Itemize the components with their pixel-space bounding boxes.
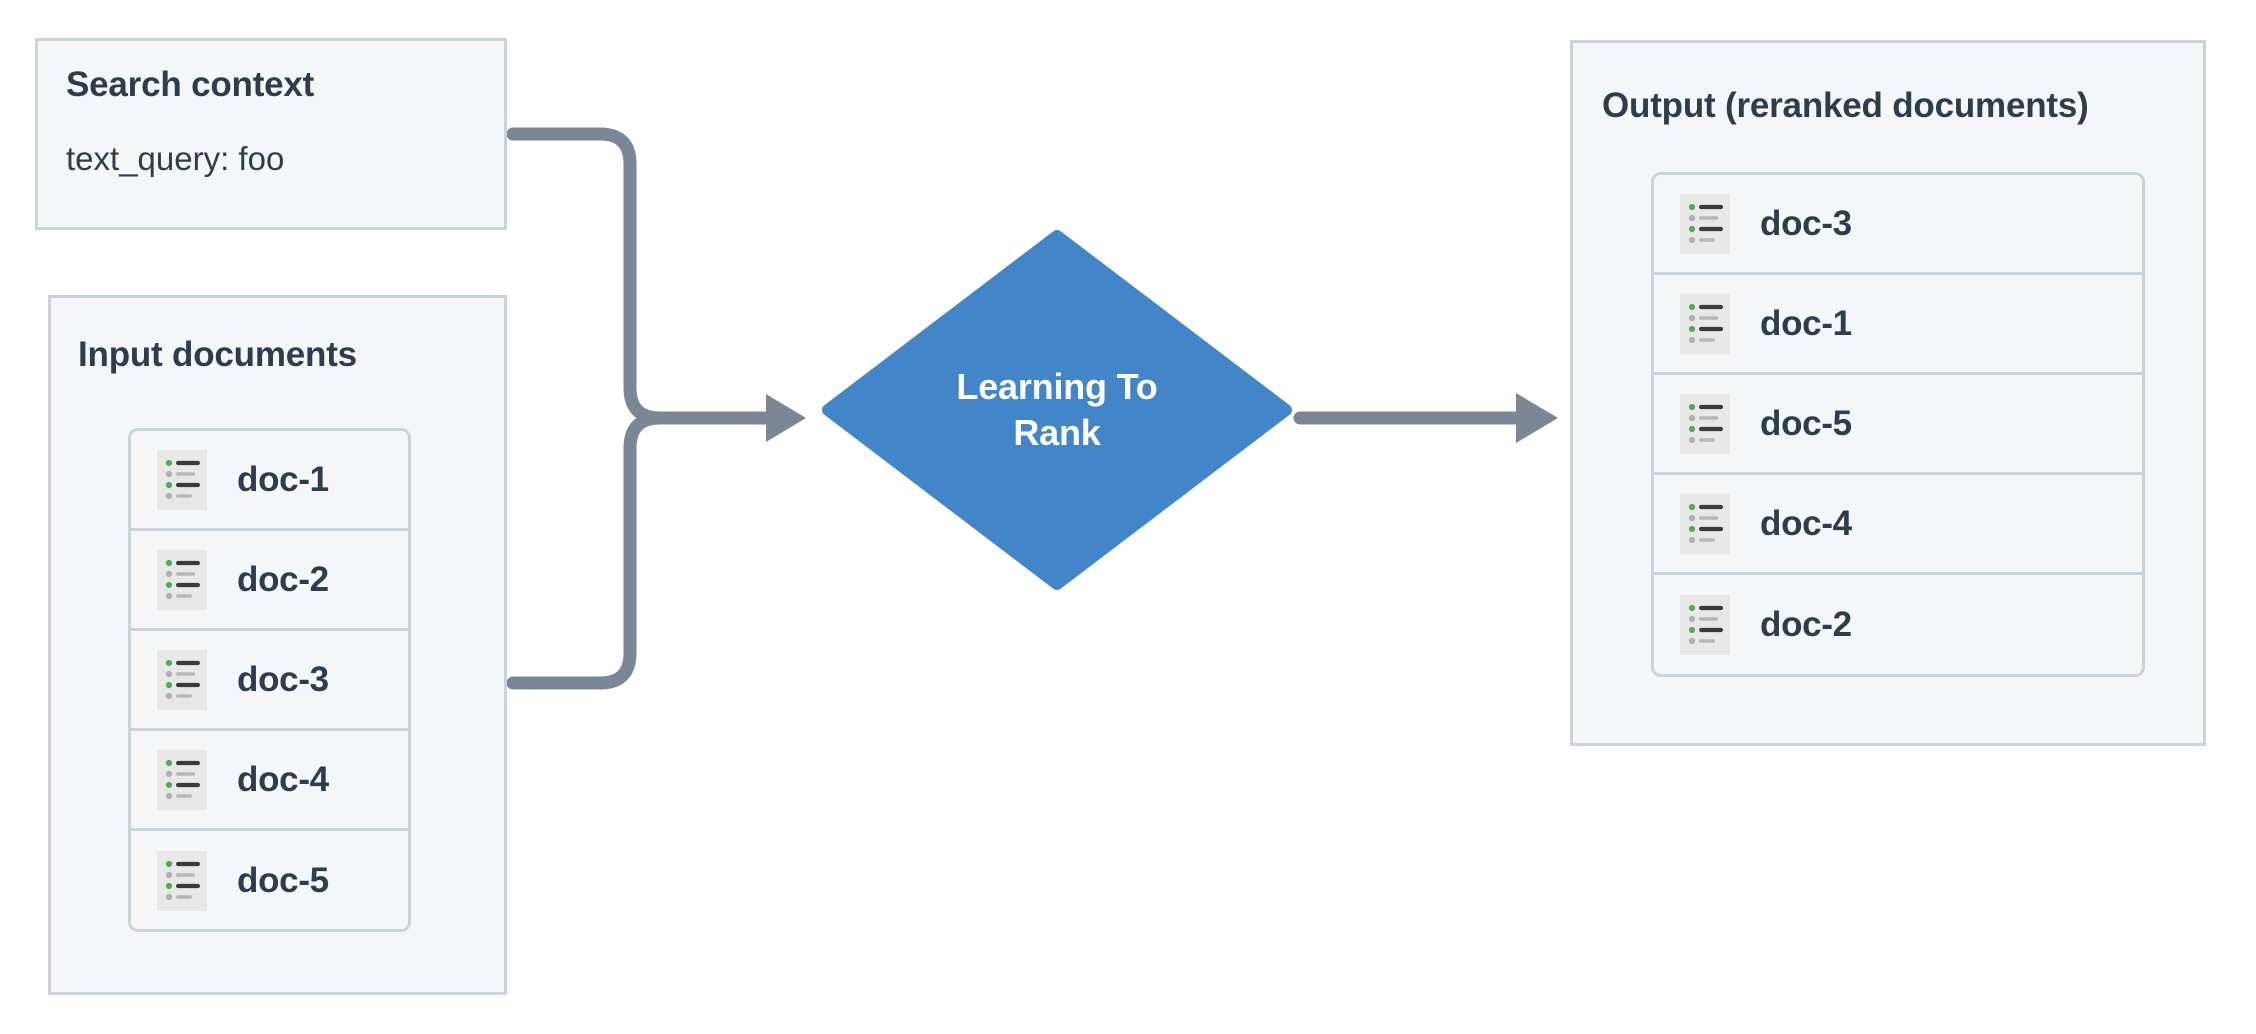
output-document-row[interactable]: doc-2 <box>1654 575 2142 674</box>
arrowhead-into-ltr <box>766 394 806 442</box>
document-list-icon <box>157 851 207 911</box>
document-label: doc-4 <box>1760 503 1852 543</box>
output-document-row[interactable]: doc-4 <box>1654 475 2142 575</box>
document-list-icon <box>1680 493 1730 554</box>
output-documents-title: Output (reranked documents) <box>1602 86 2089 125</box>
document-list-icon <box>157 549 207 610</box>
document-label: doc-5 <box>237 861 329 900</box>
document-list-icon <box>1680 393 1730 454</box>
output-document-row[interactable]: doc-5 <box>1654 375 2142 475</box>
document-label: doc-4 <box>237 759 329 799</box>
document-label: doc-2 <box>1760 605 1852 644</box>
output-document-row[interactable]: doc-1 <box>1654 275 2142 375</box>
input-documents-list: doc-1 doc-2 doc-3 doc-4 doc-5 <box>128 428 411 932</box>
input-document-row[interactable]: doc-3 <box>131 631 408 731</box>
connector-input-documents-to-ltr <box>506 411 779 690</box>
document-list-icon <box>1680 193 1730 254</box>
document-label: doc-5 <box>1760 403 1852 443</box>
document-list-icon <box>157 749 207 810</box>
diamond-shape <box>822 230 1292 590</box>
input-document-row[interactable]: doc-5 <box>131 831 408 929</box>
learning-to-rank-node[interactable]: Learning To Rank <box>822 230 1292 590</box>
document-list-icon <box>157 449 207 510</box>
document-label: doc-1 <box>237 459 329 499</box>
input-documents-title: Input documents <box>78 335 357 374</box>
input-document-row[interactable]: doc-1 <box>131 431 408 531</box>
connector-search-context-to-ltr <box>506 127 779 425</box>
output-document-row[interactable]: doc-3 <box>1654 175 2142 275</box>
document-label: doc-3 <box>1760 203 1852 243</box>
document-label: doc-1 <box>1760 303 1852 343</box>
document-list-icon <box>1680 595 1730 655</box>
input-document-row[interactable]: doc-2 <box>131 531 408 631</box>
document-list-icon <box>1680 293 1730 354</box>
document-label: doc-2 <box>237 559 329 599</box>
output-documents-list: doc-3 doc-1 doc-5 doc-4 doc-2 <box>1651 172 2145 677</box>
arrowhead-into-output <box>1516 393 1558 443</box>
input-document-row[interactable]: doc-4 <box>131 731 408 831</box>
document-list-icon <box>157 649 207 710</box>
document-label: doc-3 <box>237 659 329 699</box>
search-context-panel <box>35 38 507 230</box>
search-context-query-text: text_query: foo <box>66 140 285 177</box>
search-context-title: Search context <box>66 65 315 104</box>
